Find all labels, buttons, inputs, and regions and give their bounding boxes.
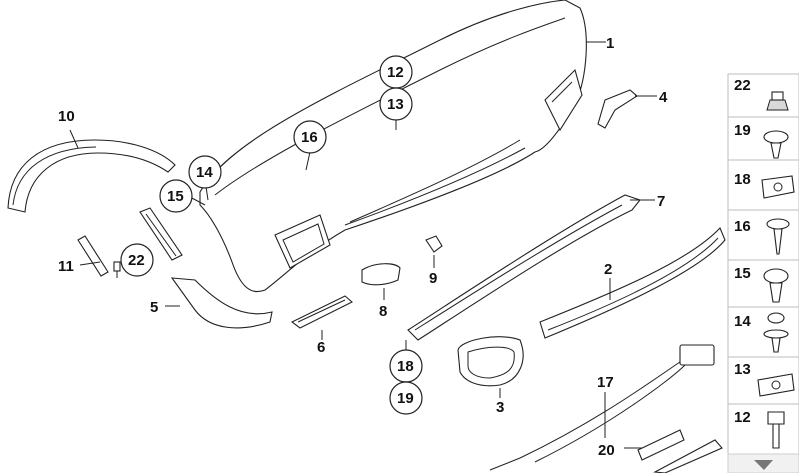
legend-label-12: 12 bbox=[734, 409, 751, 426]
callout-2: 2 bbox=[604, 261, 612, 278]
wheel-arch-trim bbox=[7, 139, 176, 213]
bumper-cover bbox=[199, 0, 587, 293]
callout-3: 3 bbox=[496, 399, 504, 416]
retaining-clip bbox=[425, 235, 443, 253]
legend-label-18: 18 bbox=[734, 171, 751, 188]
callout-10: 10 bbox=[58, 108, 75, 125]
callout-16: 16 bbox=[301, 129, 318, 146]
callout-7: 7 bbox=[657, 193, 665, 210]
callout-5: 5 bbox=[150, 299, 158, 316]
callout-17: 17 bbox=[597, 374, 614, 391]
bracket bbox=[597, 89, 638, 129]
circle-13 bbox=[379, 87, 413, 121]
stud-fastener bbox=[113, 261, 121, 278]
callout-22: 22 bbox=[128, 252, 145, 269]
fastener-legend: 22 19 18 16 15 14 bbox=[727, 73, 799, 473]
legend-label-22: 22 bbox=[734, 77, 751, 94]
circle-15 bbox=[159, 179, 193, 213]
legend-label-14: 14 bbox=[734, 313, 751, 330]
circle-14 bbox=[188, 155, 222, 189]
rear-reflector bbox=[290, 295, 353, 329]
bolt-icon bbox=[767, 411, 785, 449]
callout-14: 14 bbox=[196, 164, 213, 181]
reflector-strip bbox=[139, 207, 183, 261]
legend-label-19: 19 bbox=[734, 122, 751, 139]
circle-22 bbox=[120, 243, 154, 277]
side-strip bbox=[77, 235, 109, 277]
push-rivet-icon bbox=[763, 268, 789, 303]
wiring-harness bbox=[489, 344, 715, 471]
callout-20: 20 bbox=[598, 442, 615, 459]
clip-nut-icon bbox=[757, 373, 795, 397]
spring-nut-icon bbox=[761, 175, 795, 199]
lower-trim bbox=[407, 194, 641, 341]
callout-1: 1 bbox=[606, 35, 614, 52]
screw-icon bbox=[766, 218, 790, 255]
side-panel bbox=[170, 277, 273, 329]
clip-rivet-icon bbox=[763, 312, 789, 353]
callout-15: 15 bbox=[167, 188, 184, 205]
legend-label-13: 13 bbox=[734, 361, 751, 378]
legend-label-15: 15 bbox=[734, 265, 751, 282]
legend-cell-12 bbox=[727, 403, 799, 455]
callout-13: 13 bbox=[387, 96, 404, 113]
reflector bbox=[361, 263, 401, 286]
grille-cover bbox=[457, 336, 524, 387]
circle-16 bbox=[293, 120, 327, 154]
callout-19: 19 bbox=[397, 390, 414, 407]
legend-label-16: 16 bbox=[734, 218, 751, 235]
callout-18: 18 bbox=[397, 358, 414, 375]
nut-icon bbox=[766, 91, 789, 111]
scroll-down-icon[interactable] bbox=[754, 460, 773, 470]
callout-9: 9 bbox=[429, 270, 437, 287]
callout-8: 8 bbox=[379, 303, 387, 320]
circle-19 bbox=[389, 381, 423, 415]
expanding-rivet-icon bbox=[763, 130, 789, 159]
mounting-bracket bbox=[637, 429, 685, 461]
callout-11: 11 bbox=[58, 258, 74, 275]
callout-4: 4 bbox=[659, 89, 668, 106]
diffuser-grille bbox=[539, 227, 726, 339]
callouts: 1 4 7 2 10 11 5 6 8 9 3 17 20 12 13 16 1… bbox=[58, 35, 668, 459]
callout-12: 12 bbox=[387, 64, 404, 81]
callout-6: 6 bbox=[317, 339, 325, 356]
